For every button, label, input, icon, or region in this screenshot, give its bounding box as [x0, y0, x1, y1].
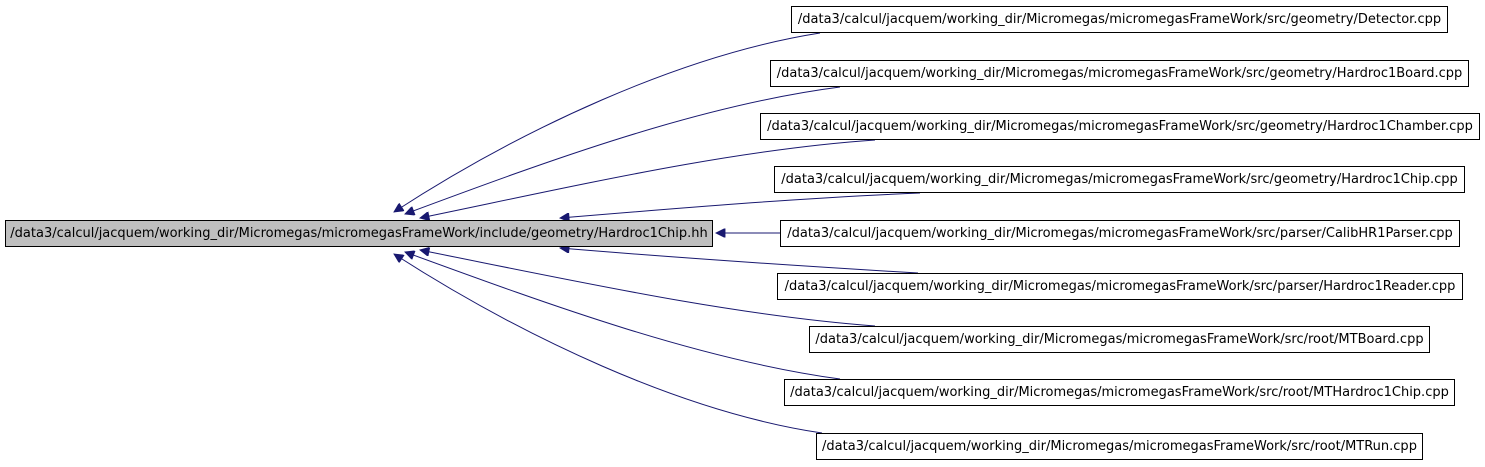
node-hardroc1reader-cpp[interactable]: /data3/calcul/jacquem/working_dir/Microm…	[777, 273, 1463, 300]
edge-detector-to-root	[394, 32, 821, 212]
node-mtrun-cpp[interactable]: /data3/calcul/jacquem/working_dir/Microm…	[816, 433, 1423, 460]
edge-hardroc1board-to-root	[405, 86, 841, 214]
node-hardroc1chamber-cpp[interactable]: /data3/calcul/jacquem/working_dir/Microm…	[760, 113, 1480, 140]
node-hardroc1chip-cpp[interactable]: /data3/calcul/jacquem/working_dir/Microm…	[774, 166, 1465, 193]
root-node-hardroc1chip-hh: /data3/calcul/jacquem/working_dir/Microm…	[5, 220, 713, 247]
edge-hardroc1reader-to-root	[560, 248, 919, 274]
node-calibhr1parser-cpp[interactable]: /data3/calcul/jacquem/working_dir/Microm…	[780, 220, 1460, 247]
edge-hardroc1chamber-to-root	[420, 139, 876, 218]
edge-mthardroc1chip-to-root	[405, 252, 841, 380]
node-mtboard-cpp[interactable]: /data3/calcul/jacquem/working_dir/Microm…	[809, 326, 1430, 353]
edge-mtrun-to-root	[394, 254, 823, 434]
node-mthardroc1chip-cpp[interactable]: /data3/calcul/jacquem/working_dir/Microm…	[784, 379, 1455, 406]
edge-hardroc1chip-to-root	[560, 192, 921, 218]
node-detector-cpp[interactable]: /data3/calcul/jacquem/working_dir/Microm…	[791, 6, 1448, 33]
node-hardroc1board-cpp[interactable]: /data3/calcul/jacquem/working_dir/Microm…	[770, 60, 1469, 87]
edge-mtboard-to-root	[420, 250, 876, 327]
